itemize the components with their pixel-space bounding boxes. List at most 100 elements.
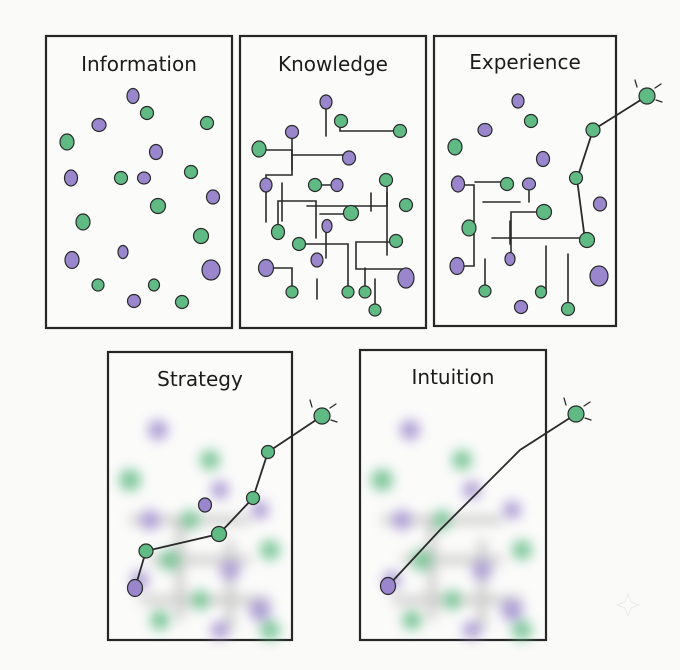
emphasis-tick [563, 397, 567, 406]
green-dot [75, 213, 91, 231]
green-dot [499, 176, 515, 192]
green-dot [313, 407, 331, 425]
purple-dot [513, 299, 529, 315]
blurred-background-network [119, 420, 280, 640]
emphasis-tick [634, 79, 638, 88]
intuition-path [379, 397, 592, 596]
purple-dot [397, 267, 415, 289]
green-dot [392, 123, 408, 139]
purple-dot [321, 218, 333, 234]
purple-dot [197, 497, 213, 513]
green-dot [251, 140, 267, 158]
connector-line [299, 243, 349, 293]
purple-dot [126, 578, 144, 598]
panel-title: Experience [469, 50, 581, 74]
green-dot [398, 197, 414, 213]
dot-cloud [59, 87, 221, 310]
blurred-purple-dot [400, 420, 420, 440]
green-dot [285, 285, 299, 299]
dot-network [251, 94, 415, 317]
green-dot [149, 197, 167, 215]
purple-dot [535, 150, 551, 168]
green-dot [378, 172, 394, 188]
green-dot [147, 278, 161, 292]
connector-line [576, 95, 648, 241]
blurred-background-network [371, 420, 532, 640]
blurred-purple-dot [249, 599, 271, 621]
green-dot [192, 227, 210, 245]
blurred-purple-dot [211, 481, 229, 499]
green-dot [368, 303, 382, 317]
panel-strategy: Strategy [106, 350, 338, 642]
connector-line [510, 211, 546, 259]
purple-dot [310, 252, 324, 268]
connector-line [265, 267, 293, 291]
panel-experience: Experience [432, 34, 663, 328]
blurred-purple-dot [463, 481, 481, 499]
blurred-green-dot [180, 510, 200, 530]
blurred-purple-dot [251, 501, 269, 519]
green-dot [138, 543, 154, 559]
blurred-green-dot [512, 620, 532, 640]
purple-dot [449, 256, 465, 276]
blurred-purple-dot [392, 510, 412, 530]
blurred-green-dot [159, 549, 181, 571]
connection-network [259, 102, 406, 309]
green-dot [447, 138, 463, 156]
green-dot [307, 177, 323, 193]
green-dot [199, 115, 215, 131]
emphasis-tick [584, 417, 592, 421]
purple-dot [126, 87, 140, 105]
green-dot [291, 236, 307, 252]
connector-line [277, 200, 317, 239]
purple-dot [205, 189, 221, 205]
green-dot [342, 204, 360, 222]
green-dot [534, 285, 548, 299]
green-dot [113, 170, 129, 186]
green-dot [174, 294, 190, 310]
green-dot [333, 113, 349, 129]
purple-dot [284, 124, 300, 140]
blurred-purple-dot [148, 420, 168, 440]
blurred-purple-dot [501, 599, 523, 621]
green-dot [578, 231, 596, 249]
green-dot [341, 285, 355, 299]
blurred-green-dot [442, 590, 462, 610]
green-dot [478, 284, 492, 298]
purple-dot [504, 251, 516, 267]
green-dot [270, 223, 286, 241]
blurred-green-dot [411, 549, 433, 571]
blurred-purple-dot [472, 560, 492, 580]
purple-dot [379, 576, 397, 596]
blurred-green-dot [150, 610, 170, 630]
green-dot [210, 525, 228, 543]
green-dot [535, 203, 553, 221]
green-dot [260, 444, 276, 460]
purple-dot [126, 293, 142, 309]
purple-dot [521, 177, 537, 191]
purple-dot [117, 244, 129, 260]
green-dot [59, 133, 75, 151]
blurred-green-dot [452, 450, 472, 470]
panel-information: Information [44, 34, 234, 330]
blurred-green-dot [402, 610, 422, 630]
purple-dot [259, 177, 273, 193]
green-dot [139, 105, 155, 121]
green-dot [568, 170, 584, 186]
purple-dot [589, 265, 609, 287]
blurred-green-dot [260, 620, 280, 640]
panel-title: Intuition [412, 365, 495, 389]
purple-dot [319, 94, 333, 110]
panel-intuition: Intuition [358, 348, 592, 642]
sparkle-icon [615, 592, 641, 618]
blurred-purple-dot [463, 621, 481, 639]
green-dot [388, 233, 404, 249]
strategy-path [126, 399, 338, 598]
blurred-green-dot [119, 469, 141, 491]
green-dot [245, 490, 261, 506]
connector-line [387, 413, 577, 587]
panel-title: Information [81, 52, 197, 76]
blurred-purple-dot [211, 621, 229, 639]
purple-dot [201, 259, 221, 281]
purple-dot [511, 93, 525, 109]
